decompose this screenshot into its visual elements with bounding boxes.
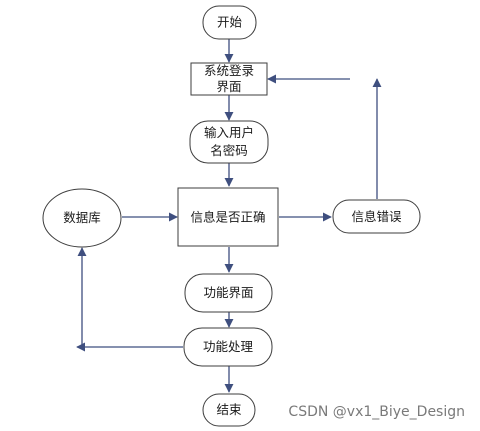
- check-label: 信息是否正确: [190, 210, 265, 225]
- node-database: 数据库: [42, 188, 122, 248]
- node-end: 结束: [202, 393, 256, 427]
- start-label: 开始: [217, 15, 243, 30]
- error-label: 信息错误: [351, 209, 402, 224]
- node-error: 信息错误: [332, 199, 421, 234]
- check-shape: [177, 187, 279, 247]
- input-label-line2: 名密码: [210, 143, 248, 158]
- watermark: CSDN @vx1_Biye_Design: [288, 404, 465, 420]
- start-shape: [202, 5, 257, 40]
- processing-shape: [183, 327, 273, 367]
- input-label-line1: 输入用户: [204, 125, 254, 140]
- function-ui-shape: [184, 273, 273, 313]
- node-check: 信息是否正确: [177, 187, 279, 247]
- node-processing: 功能处理: [183, 327, 273, 367]
- node-function-ui: 功能界面: [184, 273, 273, 313]
- login-shape: [190, 62, 268, 96]
- error-shape: [332, 199, 421, 234]
- node-login: 系统登录 界面: [190, 62, 268, 96]
- function-ui-label: 功能界面: [203, 285, 253, 300]
- node-input: 输入用户 名密码: [189, 120, 269, 164]
- connectors: [76, 39, 382, 393]
- processing-label: 功能处理: [203, 339, 254, 354]
- end-label: 结束: [216, 402, 242, 417]
- login-label-line1: 系统登录: [204, 63, 254, 78]
- login-label-line2: 界面: [216, 79, 241, 94]
- input-shape: [189, 120, 269, 164]
- node-start: 开始: [202, 5, 257, 40]
- database-label: 数据库: [63, 210, 101, 225]
- end-shape: [202, 393, 256, 427]
- database-shape: [42, 188, 122, 248]
